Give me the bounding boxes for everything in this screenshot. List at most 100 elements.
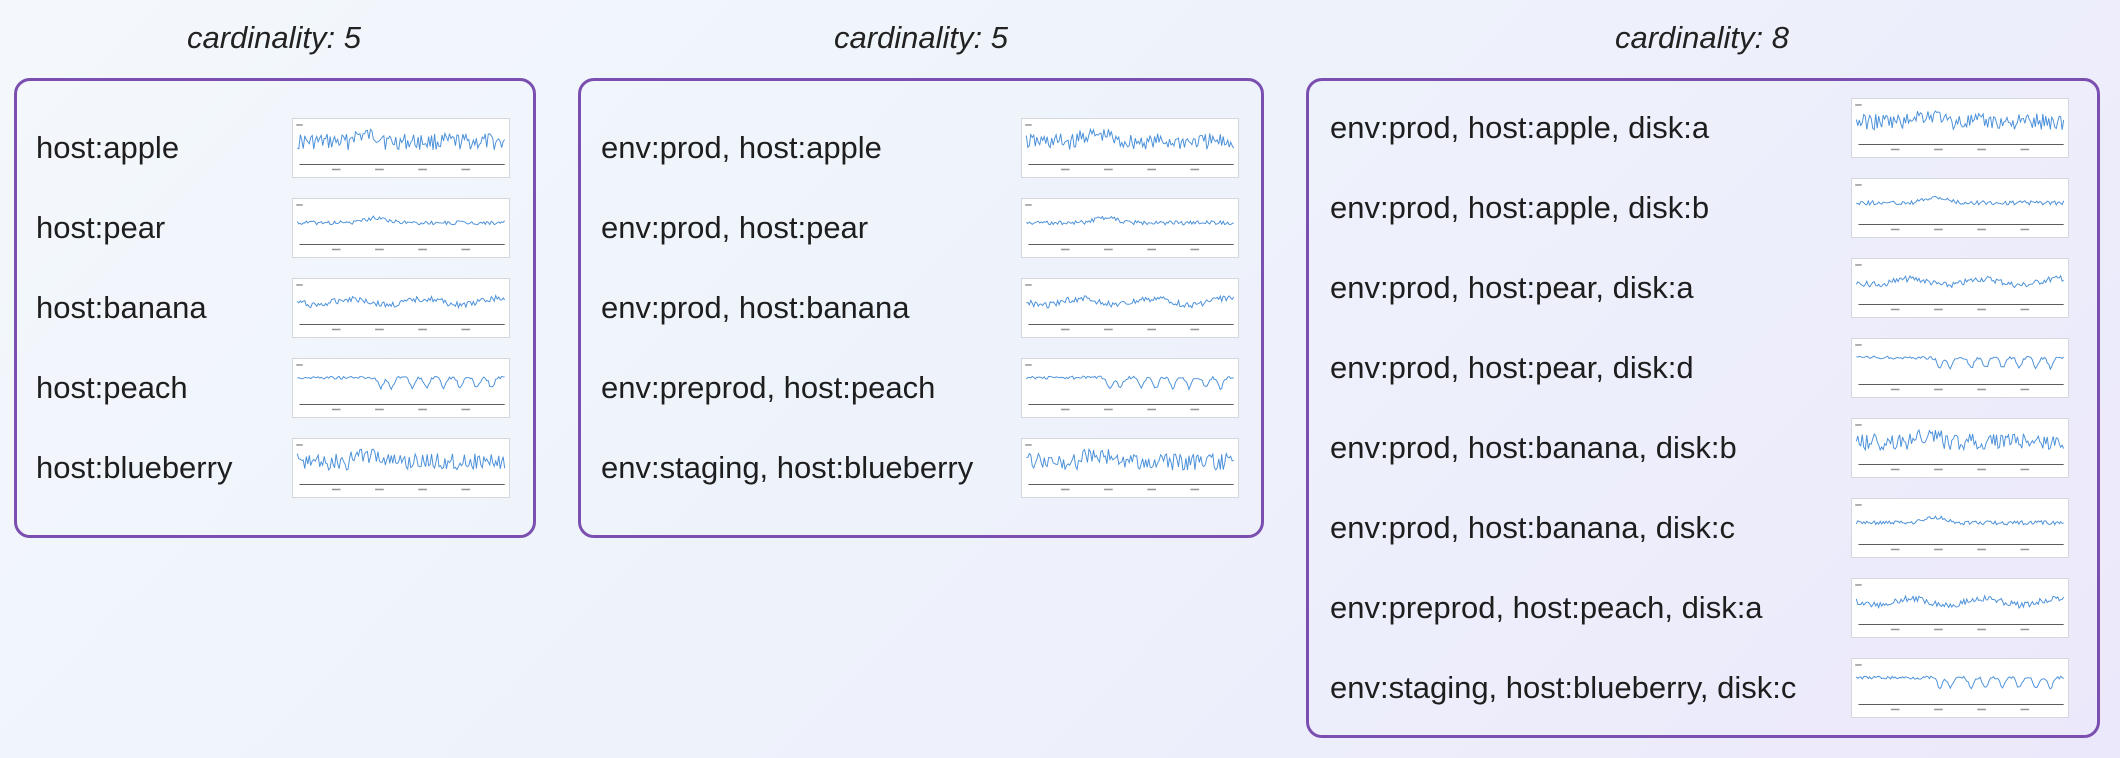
- sparkline-tick-label: [1977, 548, 1986, 551]
- sparkline-tick-label: [331, 328, 341, 331]
- sparkline-tick-label: [1190, 168, 1200, 171]
- sparkline-tick-label: [1190, 488, 1200, 491]
- sparkline-tick-label: [1890, 308, 1900, 311]
- sparkline-chart: [1855, 504, 2064, 551]
- sparkline-tick-label: [1890, 548, 1900, 551]
- sparkline-tick-label: [1147, 248, 1156, 251]
- sparkline-chart: [1855, 584, 2065, 631]
- sparkline-series: [1025, 127, 1235, 150]
- sparkline-chart: [1025, 124, 1235, 171]
- sparkline-tick-label: [1890, 148, 1900, 151]
- sparkline-chart: [1855, 424, 2065, 471]
- series-label: host:blueberry: [36, 450, 233, 485]
- sparkline-tick-label: [331, 408, 341, 411]
- sparkline-tick-label: [1060, 328, 1070, 331]
- sparkline-tick-label: [1890, 388, 1900, 391]
- series-label: host:banana: [36, 290, 207, 325]
- sparkline-series: [297, 128, 506, 151]
- sparkline-tick-label: [1934, 388, 1943, 391]
- sparkline-y-label: [1855, 344, 1862, 346]
- sparkline-tick-label: [1890, 708, 1900, 711]
- series-thumbnail: [1021, 278, 1239, 338]
- series-label: host:peach: [36, 370, 188, 405]
- sparkline-tick-label: [1934, 548, 1943, 551]
- sparkline-tick-label: [2020, 148, 2030, 151]
- sparkline-tick-label: [1190, 248, 1200, 251]
- sparkline-tick-label: [1147, 488, 1156, 491]
- sparkline-tick-label: [1147, 168, 1156, 171]
- sparkline-chart: [296, 284, 506, 331]
- sparkline-chart: [1855, 344, 2065, 391]
- series-thumbnail: [1021, 438, 1239, 498]
- group-1-cardinality-title: cardinality: 5: [186, 20, 362, 55]
- group-2-box: [578, 78, 1264, 538]
- group-1-box: [14, 78, 536, 538]
- sparkline-chart: [296, 364, 505, 411]
- series-label: env:prod, host:apple, disk:b: [1330, 190, 1710, 225]
- sparkline-tick-label: [1934, 228, 1943, 231]
- series-thumbnail: [292, 438, 510, 498]
- group-3-cardinality-title: cardinality: 8: [1614, 20, 1790, 55]
- sparkline-tick-label: [2020, 228, 2030, 231]
- sparkline-tick-label: [1104, 328, 1113, 331]
- sparkline-y-label: [296, 204, 303, 206]
- sparkline-tick-label: [418, 248, 427, 251]
- sparkline-series: [1856, 195, 2065, 207]
- sparkline-tick-label: [1190, 328, 1200, 331]
- sparkline-series: [297, 375, 505, 391]
- series-label: env:prod, host:apple: [601, 130, 882, 165]
- sparkline-tick-label: [375, 488, 384, 491]
- series-label: env:staging, host:blueberry: [601, 450, 974, 485]
- series-label: env:prod, host:pear: [601, 210, 869, 245]
- sparkline-tick-label: [1060, 408, 1070, 411]
- series-thumbnail: [292, 198, 510, 258]
- sparkline-tick-label: [331, 248, 341, 251]
- sparkline-series: [1025, 375, 1234, 391]
- sparkline-chart: [1025, 284, 1235, 331]
- sparkline-y-label: [296, 124, 303, 126]
- series-label: env:prod, host:pear, disk:d: [1330, 350, 1694, 385]
- sparkline-tick-label: [1104, 168, 1113, 171]
- sparkline-tick-label: [418, 328, 427, 331]
- sparkline-tick-label: [1934, 148, 1943, 151]
- sparkline-tick-label: [1977, 388, 1986, 391]
- series-label: env:prod, host:banana: [601, 290, 910, 325]
- sparkline-y-label: [1855, 424, 1862, 426]
- sparkline-tick-label: [2020, 708, 2030, 711]
- sparkline-tick-label: [1977, 628, 1986, 631]
- sparkline-tick-label: [1890, 628, 1900, 631]
- sparkline-tick-label: [331, 488, 341, 491]
- sparkline-tick-label: [1977, 148, 1986, 151]
- sparkline-chart: [296, 124, 506, 171]
- sparkline-tick-label: [1060, 168, 1070, 171]
- sparkline-y-label: [1025, 124, 1032, 126]
- series-thumbnail: [1021, 358, 1239, 418]
- sparkline-chart: [1855, 104, 2065, 151]
- series-label: env:preprod, host:peach, disk:a: [1330, 590, 1763, 625]
- sparkline-tick-label: [2020, 628, 2030, 631]
- series-thumbnail: [1851, 658, 2069, 718]
- sparkline-tick-label: [1147, 408, 1156, 411]
- sparkline-tick-label: [2020, 308, 2030, 311]
- sparkline-y-label: [1855, 584, 1862, 586]
- sparkline-tick-label: [461, 488, 471, 491]
- series-thumbnail: [1851, 418, 2069, 478]
- sparkline-series: [1855, 428, 2065, 452]
- series-thumbnail: [292, 278, 510, 338]
- series-thumbnail: [1021, 118, 1239, 178]
- sparkline-series: [1026, 447, 1234, 471]
- series-label: env:prod, host:banana, disk:b: [1330, 430, 1737, 465]
- sparkline-tick-label: [418, 408, 427, 411]
- sparkline-series: [1856, 355, 2065, 371]
- sparkline-tick-label: [1060, 488, 1070, 491]
- sparkline-tick-label: [461, 408, 471, 411]
- sparkline-series: [296, 294, 506, 310]
- sparkline-y-label: [1025, 444, 1032, 446]
- series-thumbnail: [1851, 498, 2069, 558]
- sparkline-series: [296, 448, 506, 471]
- series-label: env:prod, host:pear, disk:a: [1330, 270, 1694, 305]
- sparkline-tick-label: [1890, 468, 1900, 471]
- sparkline-chart: [1025, 364, 1234, 411]
- sparkline-tick-label: [1147, 328, 1156, 331]
- sparkline-tick-label: [1934, 708, 1943, 711]
